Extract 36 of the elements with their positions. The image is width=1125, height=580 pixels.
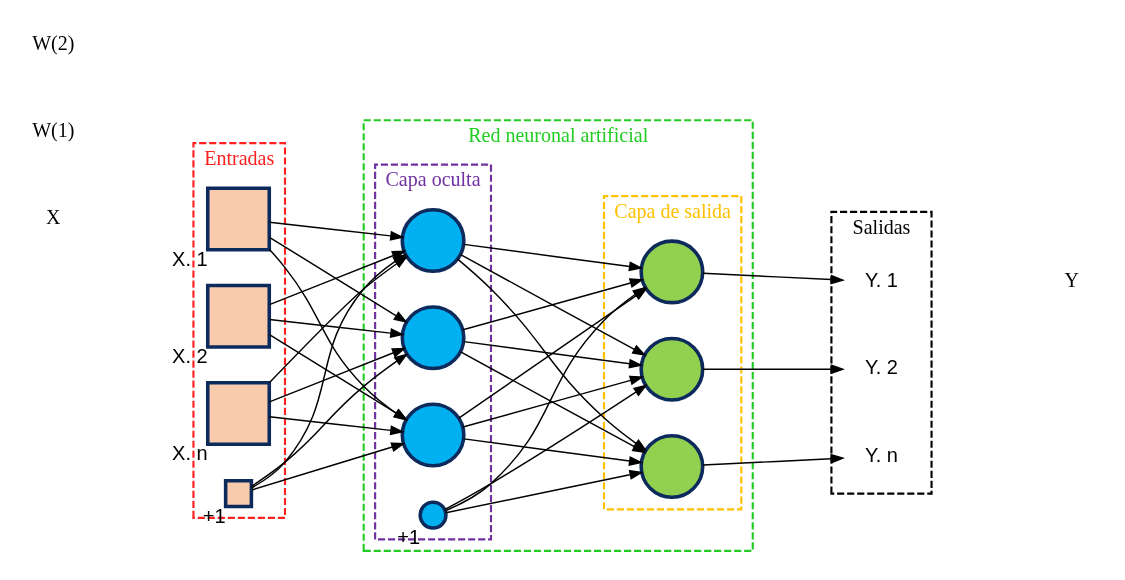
arrow: [702, 272, 845, 285]
arrow: [268, 221, 405, 241]
arrow: [463, 243, 644, 271]
node-circle: [639, 433, 705, 499]
node-label: X. 2: [172, 344, 208, 367]
node-circle: [418, 499, 448, 530]
node-circle: [639, 238, 705, 304]
arrow: [702, 453, 845, 466]
label: W(2): [32, 31, 75, 54]
node-text: Y. n: [864, 443, 898, 466]
arrow: [268, 415, 405, 435]
cluster: Capa de salida: [602, 194, 743, 510]
label: W(1): [32, 118, 75, 141]
node-circle: [400, 304, 466, 370]
label: Y: [1064, 268, 1079, 291]
node-circle: [400, 207, 466, 273]
node-label: X. n: [172, 441, 208, 464]
node-text: Y. 2: [864, 355, 898, 378]
arrow: [268, 347, 407, 403]
arrow: [463, 340, 644, 369]
node-box: [205, 380, 272, 446]
arrow: [462, 375, 644, 428]
arrow: [445, 469, 644, 513]
arrow: [251, 441, 406, 491]
node-box: [223, 478, 254, 508]
arrow: [462, 277, 644, 330]
node-box: [205, 185, 272, 251]
node-label: X. 1: [172, 247, 208, 270]
node-text: Y. 1: [864, 268, 898, 291]
arrow: [463, 437, 644, 466]
node-box: [205, 283, 272, 349]
label: X: [46, 205, 61, 228]
node-circle: [639, 336, 705, 402]
arrow: [268, 318, 405, 338]
node-circle: [400, 401, 466, 468]
arrow: [702, 363, 845, 374]
